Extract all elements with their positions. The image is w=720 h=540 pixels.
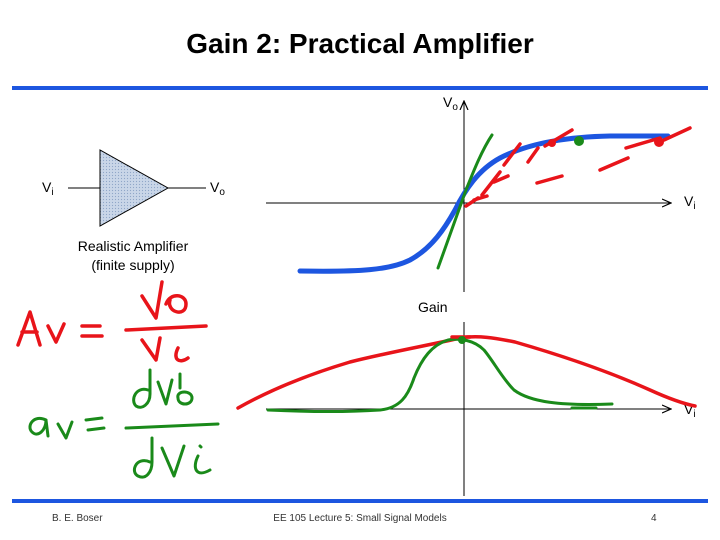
hw-eq2-den-d: [133, 436, 154, 479]
hw-eq1-num-V: [140, 280, 164, 320]
hw-eq2-num-d: [132, 368, 152, 409]
ink-dot-red: [654, 137, 664, 147]
footer-page-number: 4: [651, 513, 657, 524]
gain-curve-green: [266, 337, 614, 413]
hw-eq1-A: [16, 310, 42, 347]
tangent-line-ink: [436, 133, 494, 270]
hw-eq2-num-o: [176, 372, 194, 406]
ink-dot-green: [574, 136, 584, 146]
hw-eq1-fraction-bar: [124, 324, 208, 332]
footer-lecture: EE 105 Lecture 5: Small Signal Models: [273, 513, 447, 524]
hw-eq2-num-V: [156, 378, 174, 406]
slope-ink-mark: [502, 142, 540, 167]
gain-curve-red: [236, 335, 697, 410]
bottom-divider: [12, 499, 708, 503]
top-divider: [12, 86, 708, 90]
transfer-y-label: Vo: [443, 94, 458, 113]
hw-eq1-equals: [80, 324, 104, 338]
hw-eq1-v: [46, 322, 66, 344]
hw-eq1-den-i: [174, 346, 190, 363]
amp-caption-line1: Realistic Amplifier: [78, 238, 189, 254]
slope-ink-mark: [598, 126, 692, 172]
slope-ink-mark: [480, 170, 510, 197]
footer-author: B. E. Boser: [52, 513, 103, 524]
slide-title: Gain 2: Practical Amplifier: [186, 28, 534, 59]
hw-eq2-equals: [84, 416, 106, 432]
hw-eq2-den-i: [193, 444, 212, 475]
amp-caption-line2: (finite supply): [91, 257, 174, 273]
transfer-x-label: Vi: [684, 193, 696, 212]
gain-x-label: Vi: [684, 401, 696, 420]
hw-eq1-den-V: [140, 336, 162, 362]
hw-eq2-fraction-bar: [124, 422, 220, 430]
amp-output-label: Vo: [210, 179, 225, 198]
transfer-curve: [297, 133, 671, 274]
amplifier-symbol: Vi Vo Realistic Amplifier (finite supply…: [42, 149, 225, 273]
ink-dot-red: [548, 139, 556, 147]
hw-eq1-num-o: [164, 294, 188, 314]
gain-plot: Gain Vi: [236, 299, 697, 496]
amp-input-label: Vi: [42, 179, 54, 198]
hw-eq2-v: [56, 420, 74, 440]
hw-eq2-den-V: [160, 444, 186, 478]
gain-y-label: Gain: [418, 299, 448, 315]
handwritten-equations: [16, 280, 220, 479]
hw-eq2-a: [28, 417, 50, 438]
slope-ink-mark: [464, 194, 489, 208]
gain-peak-dot: [458, 336, 466, 344]
amp-triangle: [99, 149, 170, 227]
transfer-plot: Vo Vi: [266, 94, 696, 292]
